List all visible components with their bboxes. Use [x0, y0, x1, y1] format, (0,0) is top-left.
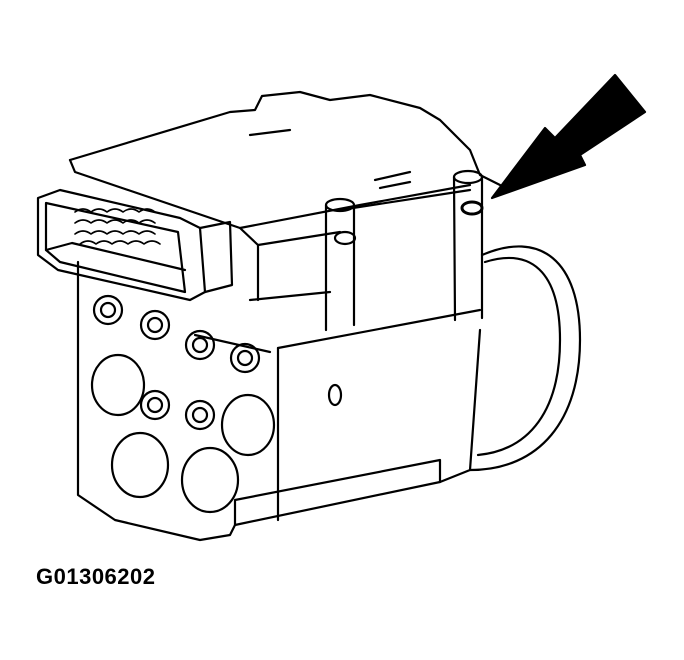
ecu-cover — [68, 90, 502, 302]
callout-arrow — [490, 73, 647, 200]
screw-boss-left — [324, 197, 357, 332]
brake-line-ports — [90, 294, 276, 514]
electrical-connector — [36, 188, 234, 302]
screw-boss-right — [452, 169, 484, 322]
pump-motor — [468, 245, 582, 472]
hydraulic-block — [76, 260, 482, 542]
figure-id: G01306202 — [36, 564, 156, 589]
